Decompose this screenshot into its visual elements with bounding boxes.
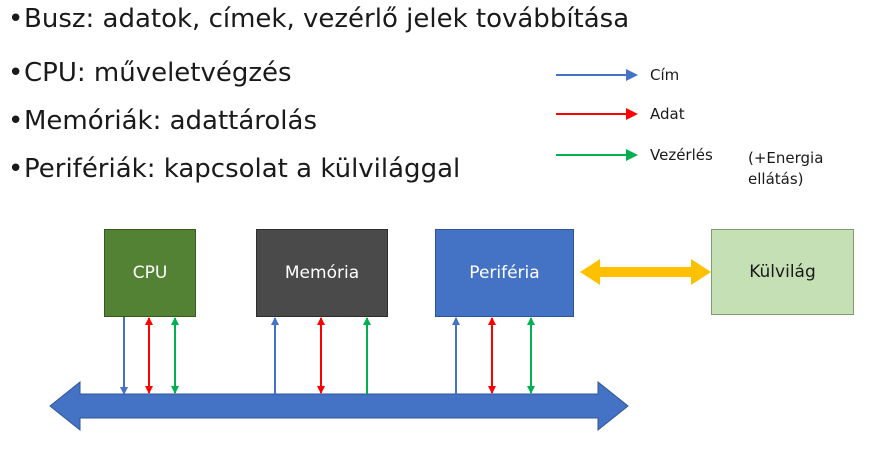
peripheral-block-label: Periféria	[469, 263, 540, 283]
bullet-item: •Memóriák: adattárolás	[8, 106, 317, 136]
legend-control-label: Vezérlés	[650, 146, 713, 164]
bullet-dot: •	[8, 106, 24, 136]
outside-world-block: Külvilág	[711, 229, 854, 315]
bus-arrow	[49, 380, 629, 432]
bullet-text: CPU: műveletvégzés	[24, 58, 292, 88]
energy-note-line: (+Energia	[748, 149, 824, 167]
bullet-item: •CPU: műveletvégzés	[8, 58, 292, 88]
cpu-block: CPU	[104, 229, 196, 317]
memory-block: Memória	[256, 229, 388, 317]
energy-note: (+Energia ellátás)	[748, 148, 823, 190]
memory-block-label: Memória	[284, 263, 360, 283]
bullet-text: Memóriák: adattárolás	[24, 106, 318, 136]
legend-address-label: Cím	[650, 66, 680, 84]
bullet-item: •Perifériák: kapcsolat a külvilággal	[8, 154, 460, 184]
peripheral-block: Periféria	[435, 229, 574, 317]
bullet-text: Perifériák: kapcsolat a külvilággal	[24, 154, 461, 184]
bullet-text: Busz: adatok, címek, vezérlő jelek továb…	[24, 4, 630, 34]
energy-note-line: ellátás)	[748, 170, 804, 188]
bullet-item: •Busz: adatok, címek, vezérlő jelek tová…	[8, 4, 629, 34]
legend-data-label: Adat	[650, 105, 685, 123]
bullet-dot: •	[8, 154, 24, 184]
peripheral-outside-link-arrow	[580, 259, 711, 285]
outside-world-block-label: Külvilág	[749, 262, 816, 282]
cpu-block-label: CPU	[132, 263, 168, 283]
bullet-dot: •	[8, 4, 24, 34]
bullet-dot: •	[8, 58, 24, 88]
